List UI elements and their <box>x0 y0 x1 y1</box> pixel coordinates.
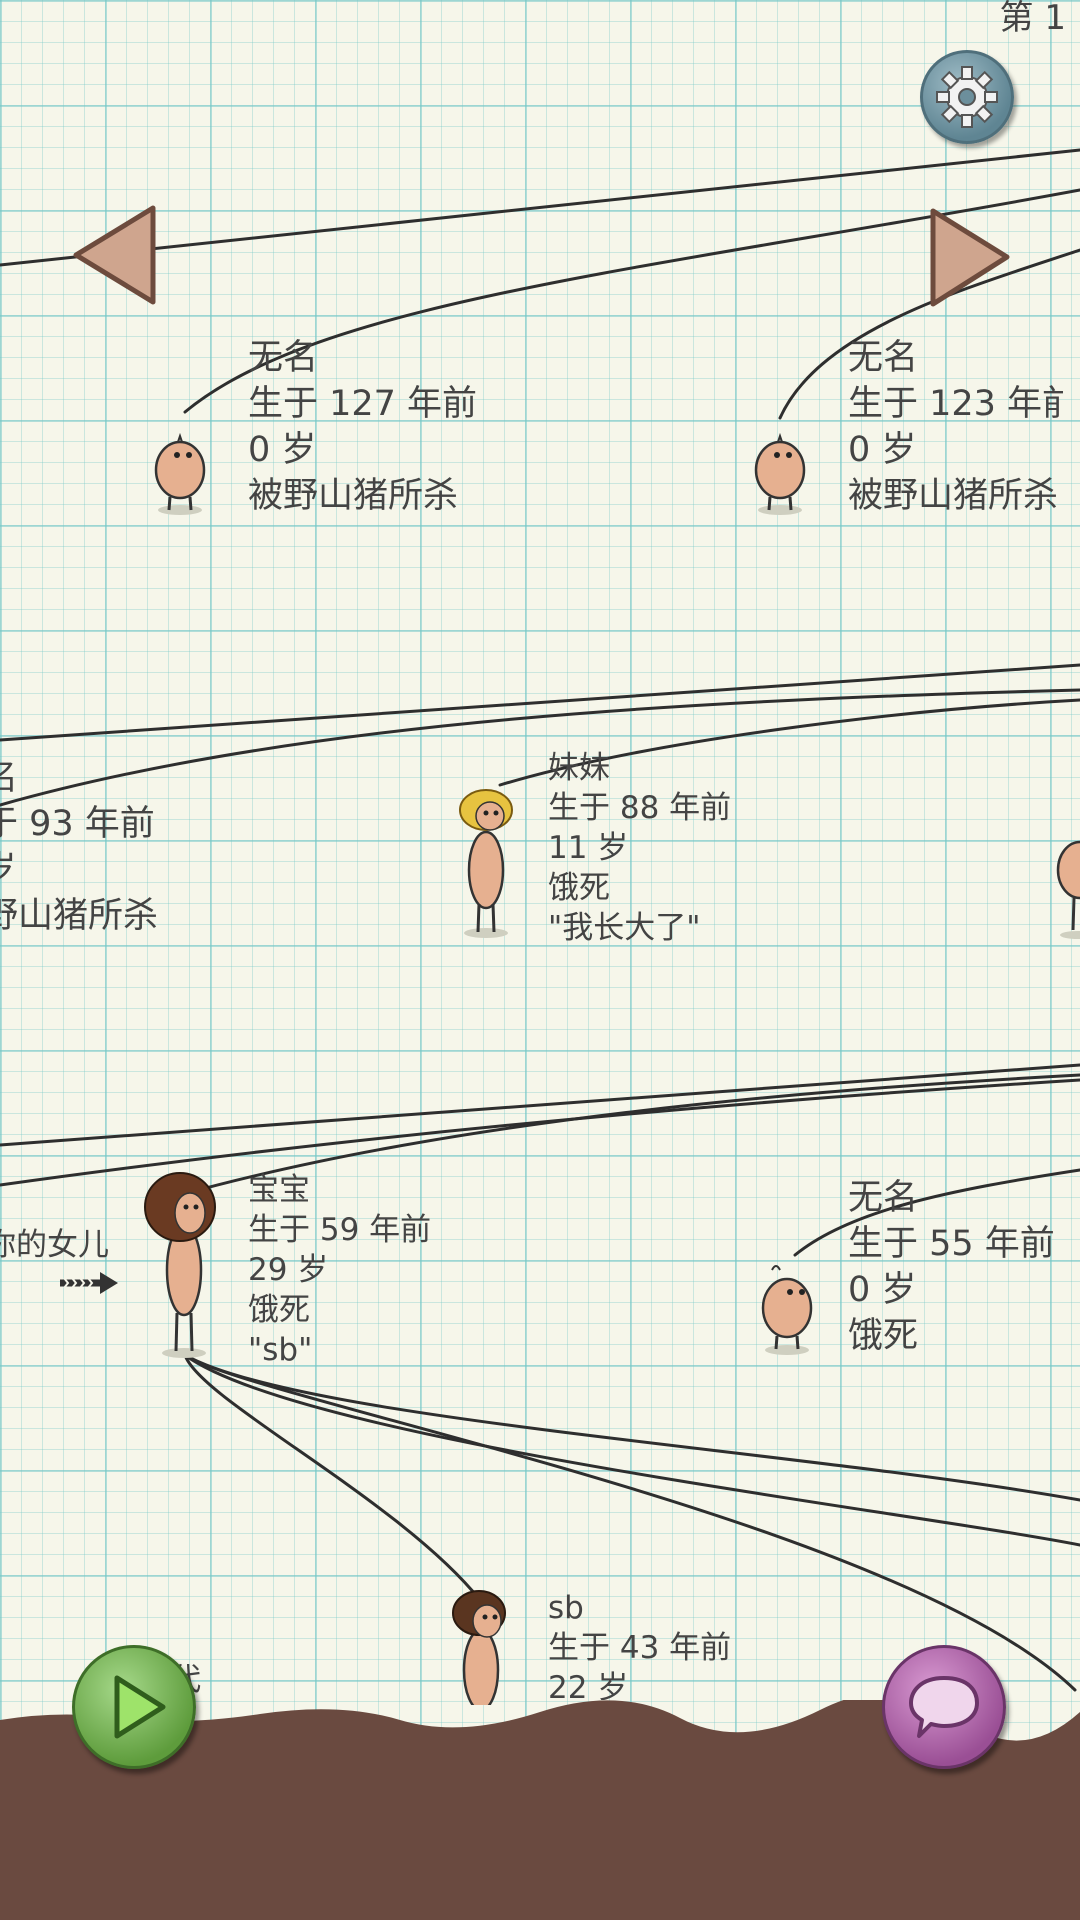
person-born: 生于 59 年前 <box>248 1212 432 1248</box>
person-age: 29 岁 <box>248 1252 329 1288</box>
person-born: 生于 127 年前 <box>248 384 478 424</box>
person-figure-partial[interactable] <box>1050 830 1080 940</box>
person-born: 生于 55 年前 <box>848 1224 1055 1264</box>
person-name: 无名 <box>848 1178 919 1218</box>
person-age: 22 岁 <box>548 1670 629 1700</box>
gear-icon <box>936 66 998 128</box>
speech-bubble-icon <box>909 1676 979 1738</box>
person-death: 被野山猪所杀 <box>248 476 459 516</box>
lineage-line <box>183 1353 482 1602</box>
lineage-line <box>178 1073 1080 1197</box>
person-born: 生于 88 年前 <box>548 790 732 826</box>
lineage-line <box>498 698 1080 787</box>
lineage-line <box>183 1353 1080 1547</box>
person-death: 被野山猪所杀 <box>848 476 1059 516</box>
lineage-line <box>183 1353 1077 1692</box>
left-arrow-icon <box>73 205 156 305</box>
person-age: 0 岁 <box>0 847 158 893</box>
person-quote: "sb" <box>248 1332 313 1368</box>
lineage-line <box>0 663 1080 742</box>
person-age: 0 岁 <box>848 1270 917 1310</box>
person-death: 饿死 <box>548 870 610 906</box>
play-button[interactable] <box>72 1645 196 1769</box>
lineage-line <box>778 248 1080 420</box>
lineage-line <box>0 688 1080 807</box>
lineage-line <box>793 1168 1080 1257</box>
lineage-line <box>0 148 1080 267</box>
lineage-line <box>0 1063 1080 1147</box>
next-generation-button[interactable] <box>925 205 1015 310</box>
generation-label: 第 1 <box>999 0 1066 38</box>
person-name: 妹妹 <box>548 750 610 786</box>
person-figure-daughter[interactable] <box>140 1165 230 1360</box>
person-info-crop-3: 无名 生于 93 年前 0 岁 被野山猪所杀 <box>0 755 200 955</box>
person-age: 11 岁 <box>548 830 629 866</box>
person-born: 生于 43 年前 <box>548 1630 732 1666</box>
person-figure-baby[interactable] <box>145 415 215 515</box>
person-death: 被野山猪所杀 <box>0 896 159 936</box>
pointer-arrow-icon <box>60 1272 118 1294</box>
person-age: 0 岁 <box>848 430 917 470</box>
right-arrow-icon <box>930 208 1010 307</box>
person-info-crop-2: 无名 生于 123 年前 0 岁 被野山猪所杀 <box>848 335 1063 535</box>
lineage-line <box>183 188 1080 414</box>
person-quote: "我长大了" <box>548 910 701 946</box>
person-name: 无名 <box>0 758 19 798</box>
prev-generation-button[interactable] <box>68 200 168 310</box>
lineage-line <box>183 1353 1080 1502</box>
person-info-7: sb 生于 43 年前 22 岁 <box>548 1588 731 1700</box>
person-info-5: 宝宝 生于 59 年前 29 岁 饿死 "sb" <box>248 1170 431 1370</box>
person-age: 0 岁 <box>248 430 317 470</box>
person-death: 饿死 <box>248 1292 310 1328</box>
person-name: 宝宝 <box>248 1172 310 1208</box>
person-name: 无名 <box>248 338 319 378</box>
person-figure-baby[interactable] <box>752 1250 822 1355</box>
settings-button[interactable] <box>920 50 1014 144</box>
person-name: 无名 <box>848 338 919 378</box>
person-name: sb <box>548 1590 584 1626</box>
person-info-crop-7: sb 生于 43 年前 22 岁 <box>545 1588 805 1700</box>
person-figure-child[interactable] <box>448 780 528 940</box>
lineage-line <box>0 1078 1080 1187</box>
person-death: 饿死 <box>848 1316 919 1356</box>
person-info-4: 妹妹 生于 88 年前 11 岁 饿死 "我长大了" <box>548 748 731 948</box>
person-born: 生于 123 年前 <box>848 384 1063 424</box>
play-icon <box>114 1675 166 1739</box>
person-info-crop-6: 无名 生于 55 年前 0 岁 饿死 <box>848 1175 1063 1375</box>
person-figure-sb[interactable] <box>445 1585 520 1705</box>
person-born: 生于 93 年前 <box>0 804 155 844</box>
person-info-3: 无名 生于 93 年前 0 岁 被野山猪所杀 <box>0 755 158 939</box>
daughter-caption: 你的女儿 <box>0 1227 109 1263</box>
ground <box>0 1700 1080 1920</box>
daughter-caption-crop: 你的女儿 <box>0 1225 130 1275</box>
person-info-2: 无名 生于 123 年前 0 岁 被野山猪所杀 <box>848 335 1063 519</box>
person-figure-baby[interactable] <box>745 415 815 515</box>
chat-button[interactable] <box>882 1645 1006 1769</box>
person-info-1: 无名 生于 127 年前 0 岁 被野山猪所杀 <box>248 335 477 519</box>
person-info-6: 无名 生于 55 年前 0 岁 饿死 <box>848 1175 1055 1359</box>
